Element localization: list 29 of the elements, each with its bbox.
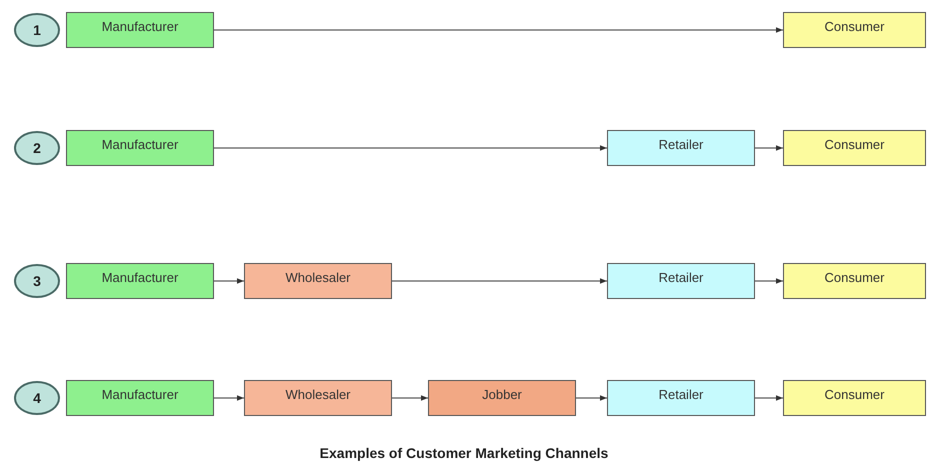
channel-box: Manufacturer xyxy=(66,130,214,166)
channel-box: Retailer xyxy=(607,263,755,299)
caption: Examples of Customer Marketing Channels xyxy=(320,445,608,461)
channel-box: Retailer xyxy=(607,130,755,166)
step-number-circle: 4 xyxy=(14,381,60,415)
step-number-circle: 2 xyxy=(14,131,60,165)
channel-box: Consumer xyxy=(783,380,926,416)
channel-box: Manufacturer xyxy=(66,380,214,416)
channel-box: Manufacturer xyxy=(66,263,214,299)
arrow xyxy=(214,27,784,33)
arrow xyxy=(214,395,244,401)
arrow xyxy=(392,278,608,284)
channel-box: Jobber xyxy=(428,380,576,416)
channel-box: Consumer xyxy=(783,263,926,299)
arrow xyxy=(754,278,784,284)
channel-box: Wholesaler xyxy=(244,380,392,416)
arrow xyxy=(754,145,784,151)
arrow xyxy=(754,395,784,401)
channel-box: Retailer xyxy=(607,380,755,416)
arrow xyxy=(392,395,428,401)
channel-box: Manufacturer xyxy=(66,12,214,48)
step-number-circle: 3 xyxy=(14,264,60,298)
arrow xyxy=(214,278,244,284)
channel-box: Consumer xyxy=(783,130,926,166)
arrow xyxy=(576,395,608,401)
arrow xyxy=(214,145,608,151)
channel-box: Wholesaler xyxy=(244,263,392,299)
channel-box: Consumer xyxy=(783,12,926,48)
step-number-circle: 1 xyxy=(14,13,60,47)
